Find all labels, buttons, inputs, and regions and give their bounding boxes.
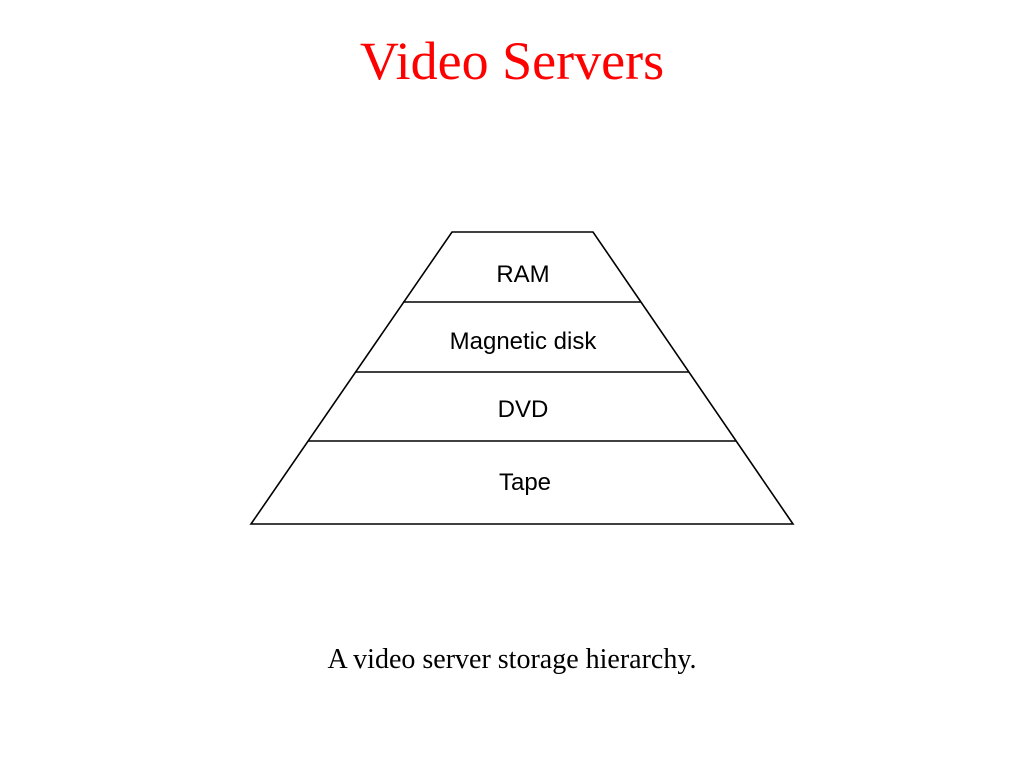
- level-label-magnetic-disk: Magnetic disk: [450, 328, 598, 355]
- level-label-tape: Tape: [499, 469, 551, 496]
- level-label-dvd: DVD: [498, 396, 549, 423]
- figure-caption: A video server storage hierarchy.: [327, 644, 697, 675]
- level-label-ram: RAM: [496, 261, 549, 288]
- pyramid-outline: [249, 231, 795, 525]
- slide-title: Video Servers: [359, 31, 665, 91]
